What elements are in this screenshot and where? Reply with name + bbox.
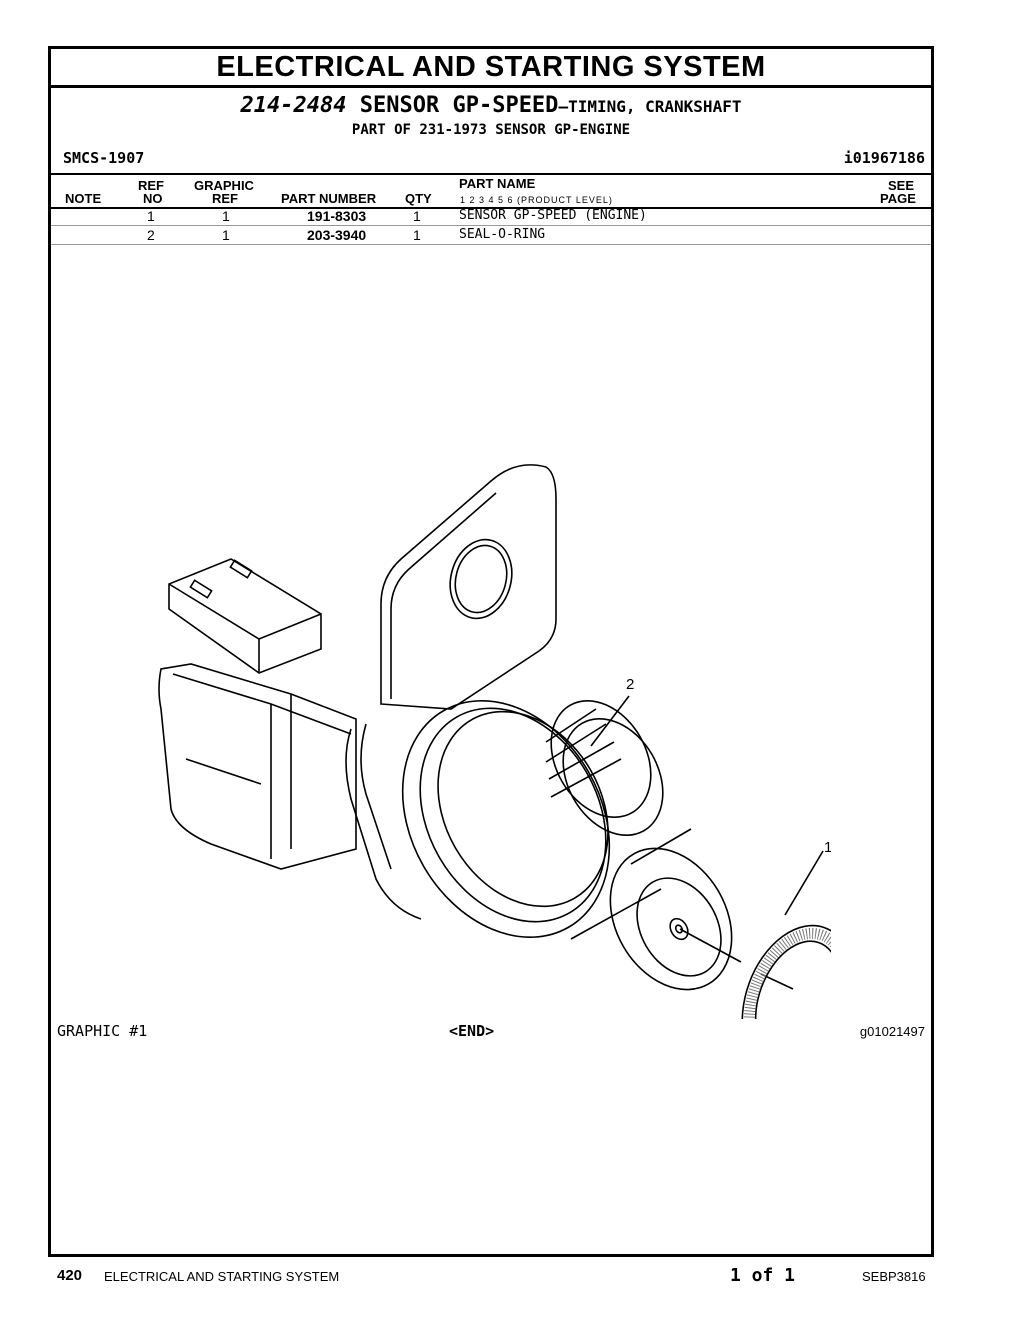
part-of-line: PART OF 231-1973 SENSOR GP-ENGINE xyxy=(351,122,631,138)
header-note: NOTE xyxy=(65,191,102,206)
cell-qty: 1 xyxy=(413,208,421,224)
cell-graphic-ref: 1 xyxy=(222,227,230,243)
table-row: 2 1 203-3940 1 SEAL-O-RING xyxy=(51,226,931,245)
header-ref-no-bottom: NO xyxy=(143,191,163,206)
callout-2: 2 xyxy=(626,676,634,693)
illustration-id: i01967186 xyxy=(843,149,925,167)
end-marker: <END> xyxy=(449,1022,495,1040)
heading-part-number: 214-2484 xyxy=(240,93,347,118)
graphic-label: GRAPHIC #1 xyxy=(57,1022,148,1040)
cell-qty: 1 xyxy=(413,227,421,243)
heading-part-name: SENSOR GP-SPEED xyxy=(359,93,559,118)
footer-document-number: SEBP3816 xyxy=(862,1269,926,1284)
table-header: NOTE REF NO GRAPHIC REF PART NUMBER QTY … xyxy=(51,173,931,209)
heading-part-desc: –TIMING, CRANKSHAFT xyxy=(558,97,742,116)
cell-part-name: SEAL-O-RING xyxy=(459,227,546,242)
footer-page-of: 1 of 1 xyxy=(730,1265,796,1286)
header-graphic-ref-bottom: REF xyxy=(212,191,238,206)
sensor-body-drawing xyxy=(158,464,824,991)
footer-page-number: 420 xyxy=(57,1267,83,1284)
callout-1: 1 xyxy=(824,839,831,856)
table-row: 1 1 191-8303 1 SENSOR GP-SPEED (ENGINE) xyxy=(51,207,931,226)
cell-part-number: 191-8303 xyxy=(307,208,367,224)
page-title: ELECTRICAL AND STARTING SYSTEM xyxy=(51,49,931,88)
header-see-page-top: SEE xyxy=(888,178,915,193)
cell-part-name: SENSOR GP-SPEED (ENGINE) xyxy=(459,208,647,223)
header-qty: QTY xyxy=(405,191,432,206)
cell-part-number: 203-3940 xyxy=(307,227,367,243)
header-ref-no-top: REF xyxy=(138,178,164,193)
footer-section-title: ELECTRICAL AND STARTING SYSTEM xyxy=(104,1269,340,1284)
cell-ref-no: 2 xyxy=(147,227,155,243)
graphic-id: g01021497 xyxy=(859,1024,925,1039)
smcs-code: SMCS-1907 xyxy=(63,149,145,167)
part-heading: 214-2484 SENSOR GP-SPEED–TIMING, CRANKSH… xyxy=(51,93,931,118)
page-frame: ELECTRICAL AND STARTING SYSTEM 214-2484 … xyxy=(48,46,934,1257)
cell-ref-no: 1 xyxy=(147,208,155,224)
o-ring-seal-drawing xyxy=(741,924,831,1019)
header-part-name: PART NAME xyxy=(459,176,536,191)
cell-graphic-ref: 1 xyxy=(222,208,230,224)
header-part-number: PART NUMBER xyxy=(281,191,377,206)
header-graphic-ref-top: GRAPHIC xyxy=(194,178,254,193)
header-product-levels: 1 2 3 4 5 6 (PRODUCT LEVEL) xyxy=(460,195,613,205)
sensor-illustration: 2 1 xyxy=(158,464,831,1019)
header-see-page-bottom: PAGE xyxy=(880,191,916,206)
